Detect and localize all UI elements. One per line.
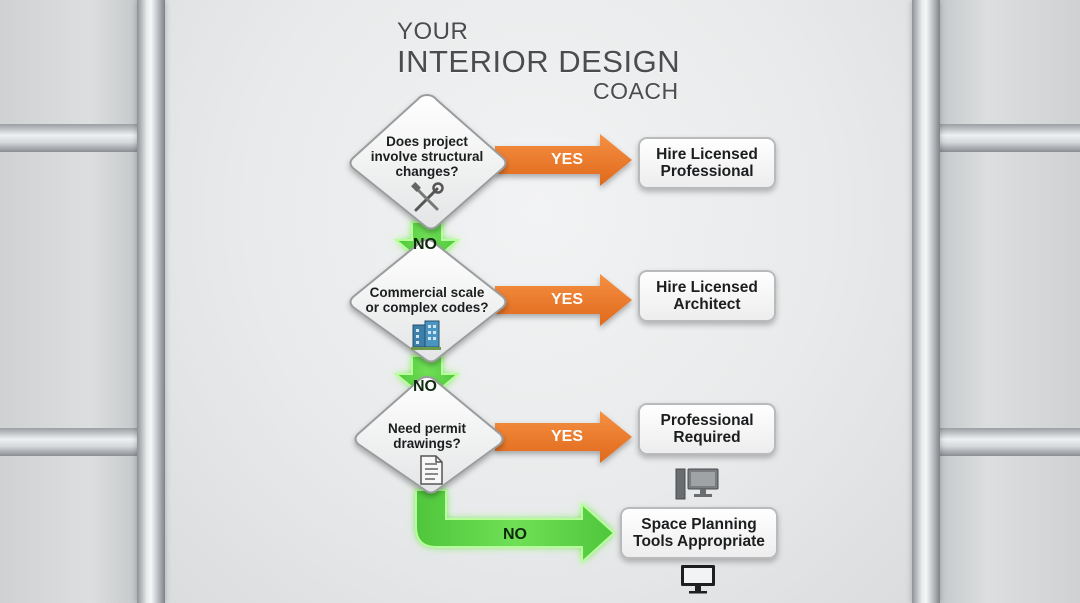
yes-label-2: YES <box>551 291 584 308</box>
title-line-3: COACH <box>593 78 679 104</box>
decision-2-text: Commercial scale or complex codes? <box>352 285 502 315</box>
decision-1-text: Does project involve structural changes? <box>352 134 502 179</box>
document-icon <box>420 455 443 485</box>
decision-1-line-3: changes? <box>395 164 459 179</box>
decision-1-line-2: involve structural <box>370 149 484 164</box>
outcome-box-2: Hire Licensed Architect <box>638 270 776 322</box>
no-arrow-3 <box>415 489 616 565</box>
title-line-1: YOUR <box>397 18 469 45</box>
outcome-box-3: Professional Required <box>638 403 776 455</box>
outcome-1-line-1: Hire Licensed <box>656 146 758 163</box>
yes-label-1: YES <box>551 151 584 168</box>
rail-right-top <box>940 124 1080 152</box>
rail-left-top <box>0 124 140 152</box>
post-right <box>912 0 940 603</box>
decision-diamond-3 <box>354 375 504 494</box>
wall-panel-right <box>912 0 1080 603</box>
outcome-2-line-2: Architect <box>673 296 741 313</box>
rail-left-bottom <box>0 428 140 456</box>
outcome-1-line-2: Professional <box>660 163 754 180</box>
building-icon <box>411 320 441 350</box>
rail-right-bottom <box>940 428 1080 456</box>
tools-icon <box>411 182 444 212</box>
decision-3-text: Need permit drawings? <box>352 421 502 451</box>
decision-2-line-2: or complex codes? <box>365 300 489 315</box>
decision-diamond-2 <box>349 238 507 363</box>
no-label-3: NO <box>503 526 527 543</box>
decision-3-line-2: drawings? <box>393 436 461 451</box>
outcome-4-line-2: Tools Appropriate <box>633 533 765 550</box>
decision-1-line-1: Does project <box>386 134 468 149</box>
yes-arrow-3 <box>495 411 632 463</box>
yes-arrow-1 <box>495 134 632 186</box>
yes-arrow-2 <box>495 274 632 326</box>
title-line-2: INTERIOR DESIGN <box>397 44 681 79</box>
outcome-box-1: Hire Licensed Professional <box>638 137 776 189</box>
post-left <box>137 0 165 603</box>
no-label-2: NO <box>413 378 437 395</box>
monitor-icon <box>681 565 715 594</box>
outcome-3-line-1: Professional <box>660 412 754 429</box>
decision-diamond-1 <box>349 93 507 230</box>
outcome-3-line-2: Required <box>673 429 741 446</box>
decision-3-line-1: Need permit <box>387 421 467 436</box>
yes-label-3: YES <box>551 428 584 445</box>
outcome-4-line-1: Space Planning <box>641 516 757 533</box>
decision-2-line-1: Commercial scale <box>369 285 485 300</box>
no-label-1: NO <box>413 236 437 253</box>
outcome-box-4: Space Planning Tools Appropriate <box>620 507 778 559</box>
outcome-2-line-1: Hire Licensed <box>656 279 758 296</box>
desktop-computer-icon <box>675 468 719 500</box>
